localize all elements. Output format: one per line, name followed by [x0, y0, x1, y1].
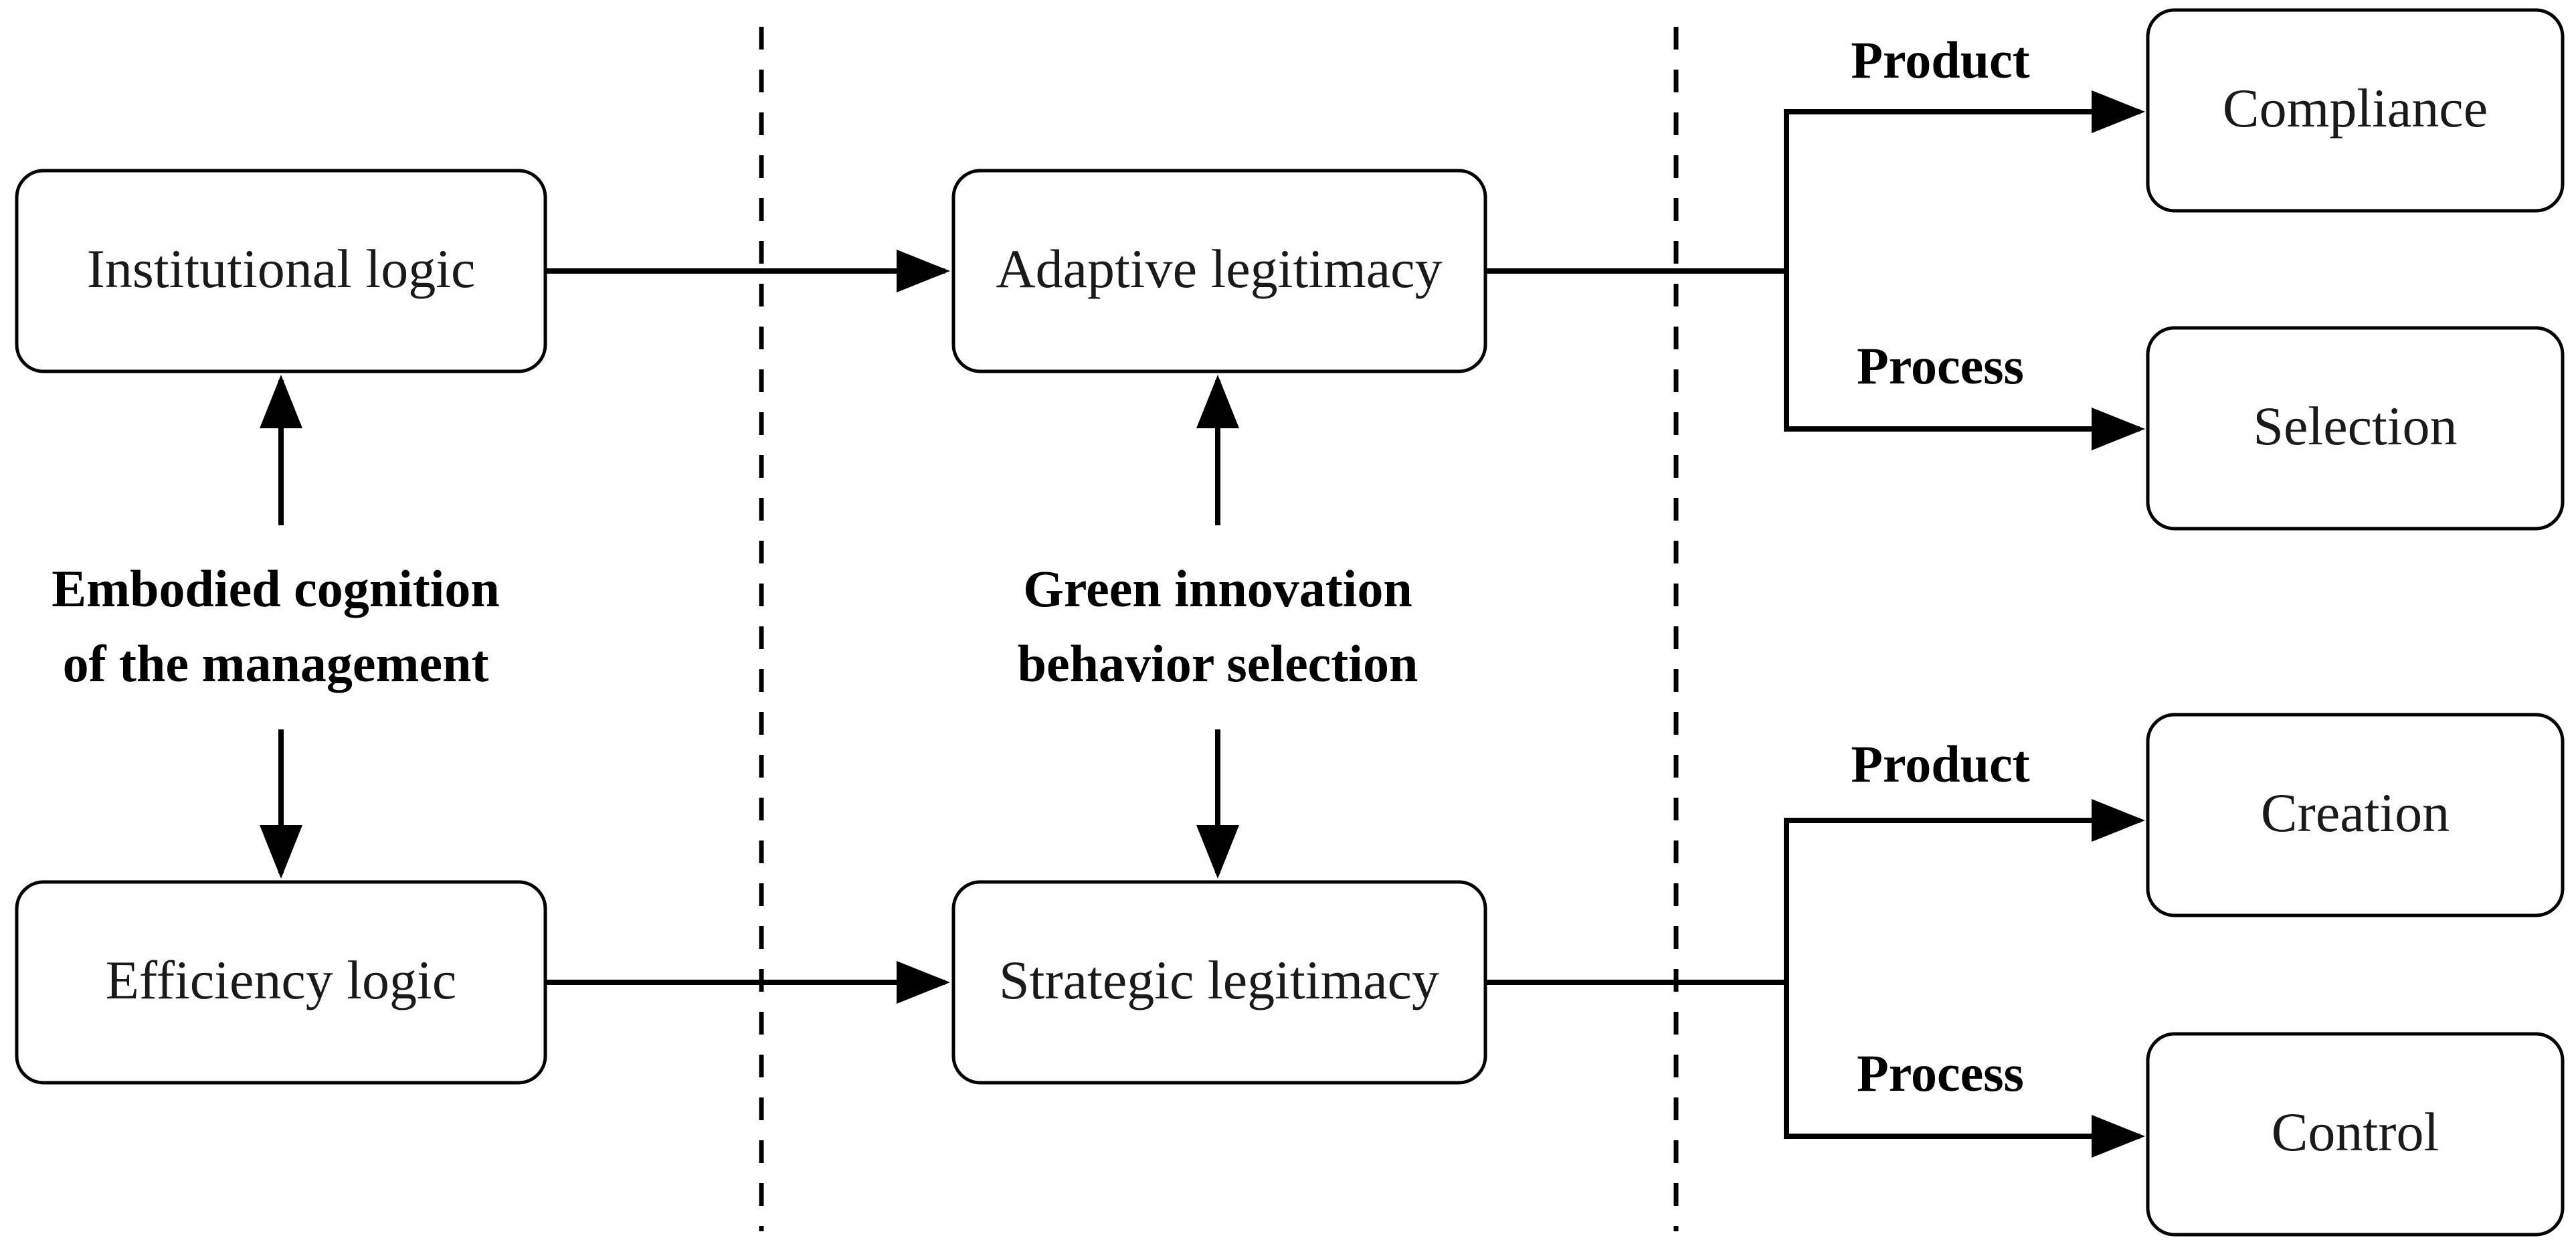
- embodied-cognition-label-line2: of the management: [63, 634, 489, 693]
- efficiency-logic-node: Efficiency logic: [15, 880, 547, 1085]
- adaptive-legitimacy-label: Adaptive legitimacy: [996, 238, 1442, 299]
- creation-node: Creation: [2146, 713, 2565, 917]
- strategic-legitimacy-label: Strategic legitimacy: [999, 950, 1439, 1010]
- lower-process-label: Process: [1857, 1044, 2024, 1102]
- upper-product-label: Product: [1851, 31, 2029, 89]
- efficiency-logic-label: Efficiency logic: [106, 950, 456, 1010]
- creation-label: Creation: [2261, 782, 2450, 843]
- embodied-cognition-label-line1: Embodied cognition: [52, 559, 500, 618]
- control-label: Control: [2272, 1101, 2440, 1162]
- adaptive-legitimacy-node: Adaptive legitimacy: [951, 169, 1487, 373]
- strategic-legitimacy-node: Strategic legitimacy: [951, 880, 1487, 1085]
- green-innovation-label-line1: Green innovation: [1023, 559, 1412, 618]
- institutional-logic-node: Institutional logic: [15, 169, 547, 373]
- green-innovation-label-line2: behavior selection: [1018, 634, 1418, 693]
- lower-branch-connector: [1485, 799, 2145, 1158]
- compliance-label: Compliance: [2223, 78, 2488, 139]
- selection-label: Selection: [2253, 395, 2457, 456]
- upper-branch-connector: [1485, 90, 2145, 450]
- lower-product-label: Product: [1851, 735, 2029, 793]
- institutional-logic-label: Institutional logic: [87, 238, 476, 299]
- compliance-node: Compliance: [2146, 8, 2565, 213]
- control-node: Control: [2146, 1032, 2565, 1237]
- upper-process-label: Process: [1857, 337, 2024, 395]
- selection-node: Selection: [2146, 326, 2565, 531]
